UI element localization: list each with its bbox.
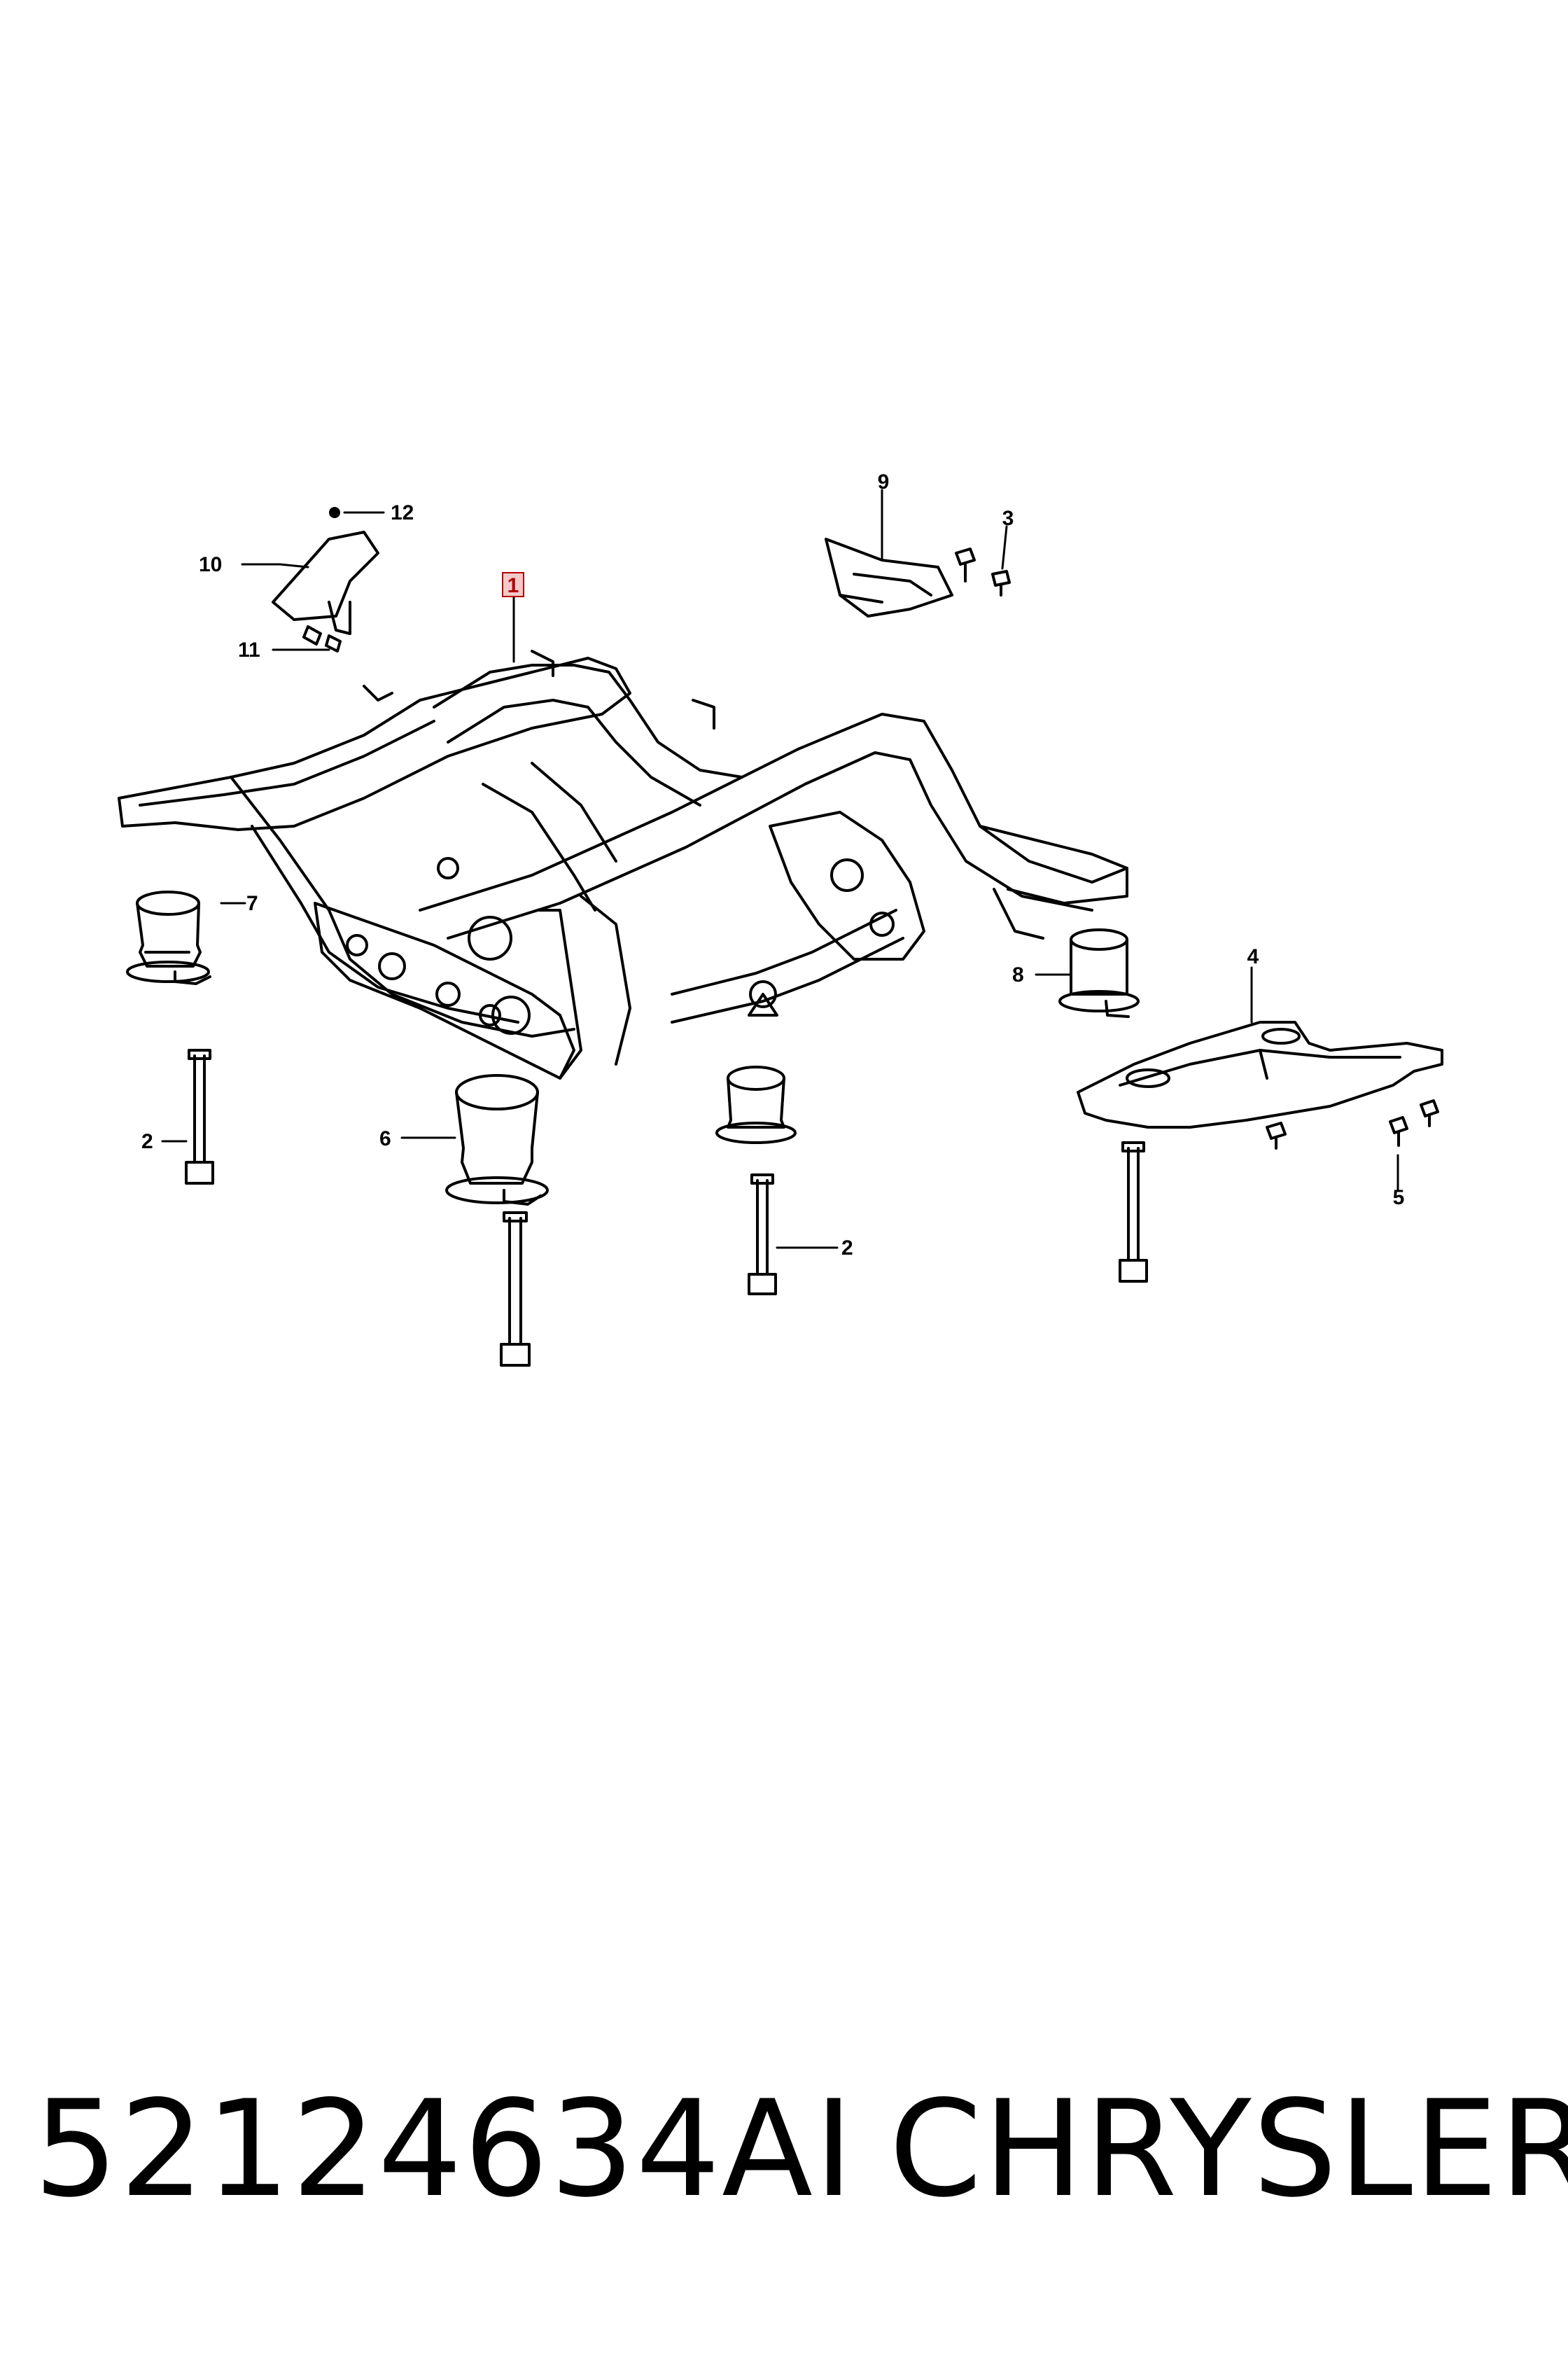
bushing-part-6[interactable] (445, 1074, 549, 1206)
callout-3[interactable]: 3 (1002, 507, 1014, 530)
bolt-part-2-left[interactable] (185, 1049, 214, 1185)
bolts-part-5[interactable] (1266, 1099, 1439, 1150)
bolts-part-11[interactable] (302, 625, 342, 653)
callout-1[interactable]: 1 (507, 574, 519, 597)
callout-4[interactable]: 4 (1247, 945, 1259, 968)
callout-6[interactable]: 6 (379, 1127, 391, 1150)
shield-part-9[interactable] (825, 538, 953, 618)
bushing-part-7[interactable] (126, 891, 211, 985)
callout-8[interactable]: 8 (1012, 963, 1024, 987)
callout-10[interactable]: 10 (199, 553, 222, 576)
clip-part-12[interactable] (329, 507, 340, 518)
callout-2-center[interactable]: 2 (841, 1236, 853, 1260)
bolt-part-2-bottom[interactable] (500, 1211, 531, 1367)
bolts-part-3[interactable] (955, 548, 1011, 597)
highlight-box (502, 572, 524, 597)
bolt-part-2-center[interactable] (748, 1173, 777, 1295)
bushing-part-8[interactable] (1058, 928, 1140, 1018)
brace-part-4[interactable] (1077, 1021, 1443, 1129)
callout-2-left[interactable]: 2 (141, 1130, 153, 1153)
bracket-part-10[interactable] (272, 531, 379, 635)
part-number: 52124634AI (34, 2072, 855, 2226)
callout-12[interactable]: 12 (391, 501, 414, 524)
callout-5[interactable]: 5 (1393, 1186, 1405, 1209)
callout-11[interactable]: 11 (238, 639, 260, 662)
callout-7[interactable]: 7 (246, 892, 258, 915)
footer: 52124634AI CHRYSLER (0, 2072, 1568, 2226)
bolt-part-2-right[interactable] (1119, 1141, 1148, 1283)
front-crossmember-frame[interactable] (118, 650, 1128, 1080)
leader-lines (161, 489, 1399, 1249)
bushing-center[interactable] (715, 1066, 797, 1144)
callout-9[interactable]: 9 (878, 470, 890, 494)
callout-labels: 1 12 10 11 9 3 4 5 7 8 6 2 2 (141, 470, 1404, 1260)
brand-name: CHRYSLER (889, 2072, 1568, 2226)
